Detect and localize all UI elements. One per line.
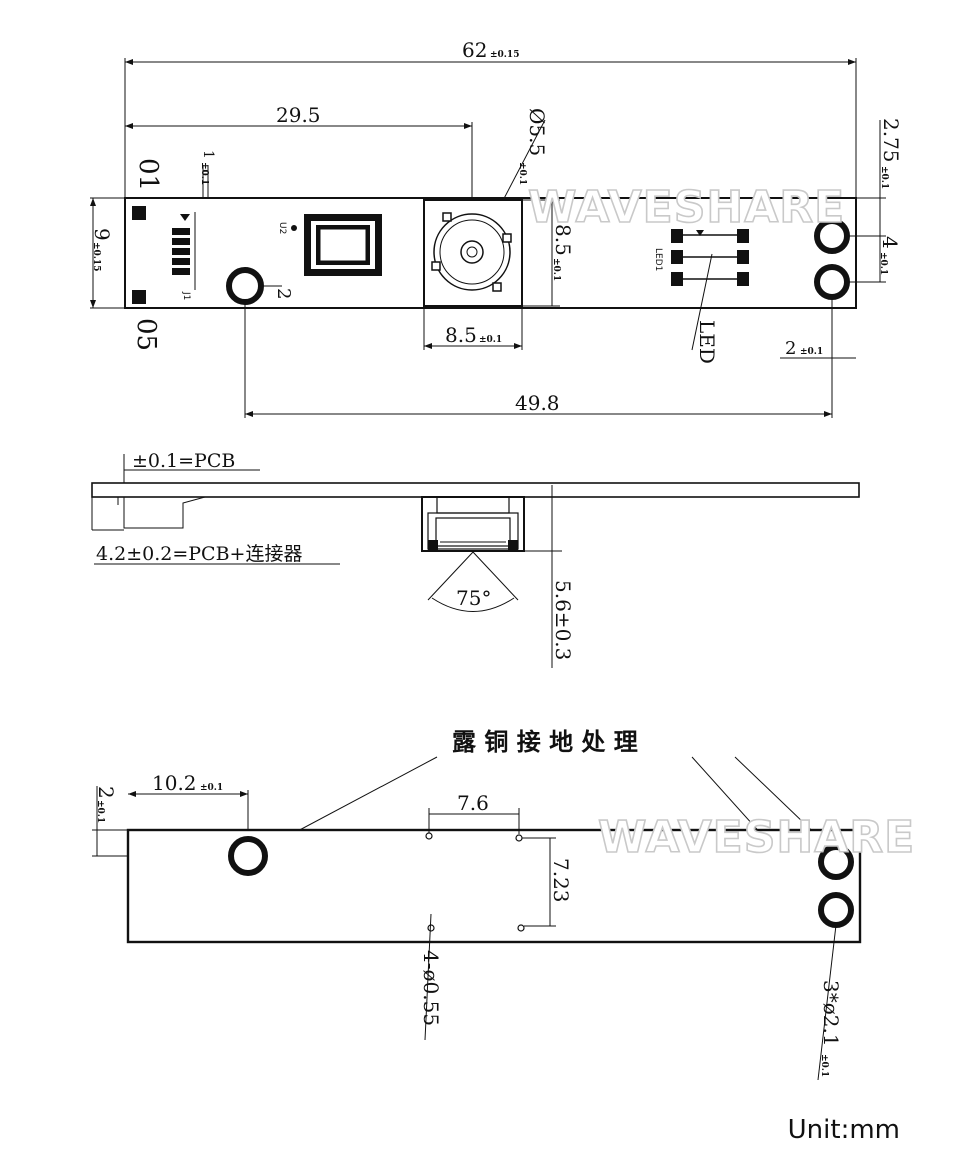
mount-hole-right-lower xyxy=(814,264,850,300)
bottom-view: 露 铜 接 地 处 理 2 ±0.1 10.2 ±0.1 7.6 xyxy=(92,728,862,1081)
hole-edge-offset-dim: 2.75 xyxy=(879,118,903,163)
connector-height-label: 4.2±0.2=PCB+连接器 xyxy=(96,543,302,565)
led1: LED1 LED xyxy=(653,228,750,364)
fov-angle-label: 75° xyxy=(456,586,491,610)
hole-edge-offset-tol: ±0.1 xyxy=(879,166,889,189)
unit-label: Unit:mm xyxy=(787,1115,900,1145)
hole-span-dim: 49.8 xyxy=(515,391,560,415)
camera-module-side xyxy=(421,496,525,552)
hole-right-offset-tol: ±0.1 xyxy=(800,347,823,357)
connector-j1: J1 xyxy=(132,206,196,304)
led-ref: LED1 xyxy=(653,248,663,271)
bottom-mount-hole-right-upper xyxy=(818,844,854,880)
led-label: LED xyxy=(695,320,719,364)
mount-hole-left xyxy=(226,267,264,305)
hole-top-offset-tol: ±0.1 xyxy=(95,800,105,823)
hole-top-offset-dim: 2 xyxy=(94,786,118,799)
lens-diameter-dim: Ø5.5 xyxy=(525,108,549,156)
watermark-bottom: WAVESHARE xyxy=(598,812,915,863)
overall-length-tol: ±0.15 xyxy=(490,50,519,60)
small-holes-label: 4-ø0.55 xyxy=(419,950,443,1026)
side-view: ±0.1=PCB 4.2±0.2=PCB+连接器 75° xyxy=(91,450,860,668)
small-hole xyxy=(425,832,433,840)
exposed-copper-title: 露 铜 接 地 处 理 xyxy=(452,728,638,756)
board-width-tol: ±0.15 xyxy=(91,242,101,271)
mount-holes-tol: ±0.1 xyxy=(819,1054,829,1077)
pin-pitch-tol: ±0.1 xyxy=(199,162,209,185)
hole-right-offset-dim: 2 xyxy=(785,338,796,359)
hole-left-offset-bottom-tol: ±0.1 xyxy=(200,783,223,793)
mount-holes-label: 3*ø2.1 xyxy=(819,980,843,1047)
chip-u2: U2 xyxy=(277,214,382,276)
mount-hole-right-upper xyxy=(814,218,850,254)
lens-center-offset-dim: 29.5 xyxy=(276,103,321,127)
hole-pitch-dim: 4 xyxy=(878,236,902,249)
connector-ref: J1 xyxy=(181,291,191,300)
module-height-dim: 5.6±0.3 xyxy=(551,580,575,660)
pcb-side xyxy=(91,482,860,498)
hole-left-offset-bottom-dim: 10.2 xyxy=(152,771,197,795)
hole-left-offset-dim: 2 xyxy=(273,288,294,299)
bottom-mount-hole-left xyxy=(228,836,268,876)
board-width-dim: 9 xyxy=(90,228,114,241)
pin-last-label: 05 xyxy=(131,318,161,351)
overall-length-dim: 62 xyxy=(462,38,487,62)
small-hole xyxy=(517,924,525,932)
small-hole-pitch-y-dim: 7.23 xyxy=(549,858,573,903)
pcb-thickness-label: ±0.1=PCB xyxy=(132,450,235,472)
top-view: 62 ±0.15 29.5 Ø5.5 ±0.1 01 05 1 ±0.1 9 ±… xyxy=(90,38,903,418)
chip-ref: U2 xyxy=(277,222,287,234)
lens-height-tol: ±0.1 xyxy=(551,258,561,281)
hole-pitch-tol: ±0.1 xyxy=(878,252,888,275)
lens-width-tol: ±0.1 xyxy=(479,335,502,345)
small-hole xyxy=(515,834,523,842)
lens-diameter-tol: ±0.1 xyxy=(517,162,527,185)
small-hole xyxy=(427,924,435,932)
lens-module-top xyxy=(423,199,523,307)
lens-height-dim: 8.5 xyxy=(551,224,575,256)
lens-width-dim: 8.5 xyxy=(445,323,477,347)
pin-first-label: 01 xyxy=(133,158,163,191)
small-hole-pitch-x-dim: 7.6 xyxy=(457,791,489,815)
bottom-mount-hole-right-lower xyxy=(818,892,854,928)
watermark-top: WAVESHARE xyxy=(528,182,845,233)
pin-pitch-dim: 1 xyxy=(200,150,216,159)
